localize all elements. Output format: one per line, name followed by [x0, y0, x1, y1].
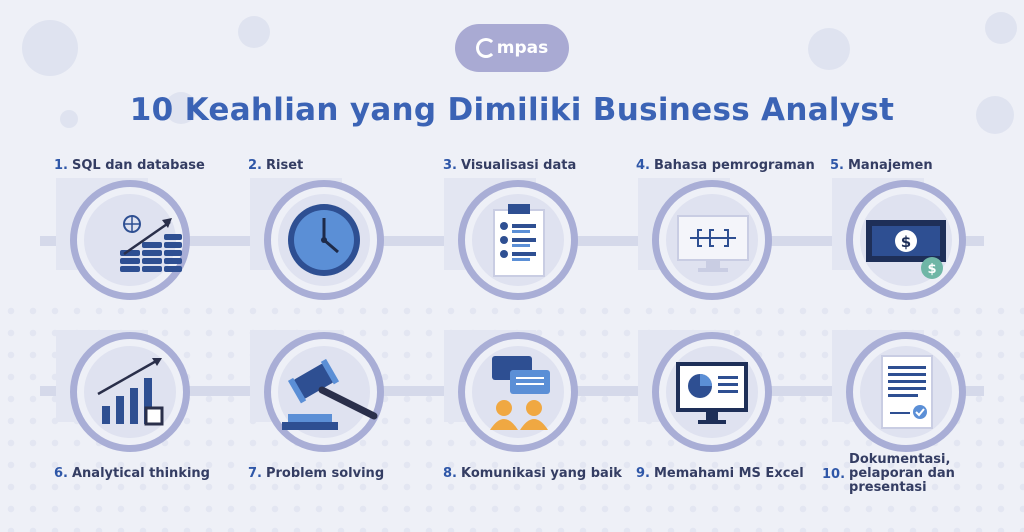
bg-circle	[165, 92, 197, 124]
skill-card-5: $ $	[832, 178, 966, 302]
skill-label-7: 7.Problem solving	[248, 466, 385, 481]
skill-label-4: 4.Bahasa pemrograman	[636, 158, 815, 173]
money-icon: $ $	[866, 220, 946, 279]
skill-label-10: 10.Dokumentasi, pelaporan dan presentasi	[822, 452, 955, 495]
gavel-icon	[282, 358, 378, 430]
skill-card-1	[56, 178, 190, 302]
bar-chart-growth-icon	[97, 358, 164, 426]
bg-circle	[976, 96, 1014, 134]
skill-label-2: 2.Riset	[248, 158, 304, 173]
skill-card-2	[250, 178, 384, 302]
skill-label-8: 8.Komunikasi yang baik	[443, 466, 622, 481]
svg-text:$: $	[927, 262, 936, 277]
compas-logo: mpas	[455, 24, 569, 72]
database-growth-icon	[120, 215, 182, 272]
chat-people-icon	[490, 356, 550, 430]
skill-label-1: 1.SQL dan database	[54, 158, 205, 173]
report-document-icon	[881, 355, 933, 429]
bg-circle	[238, 16, 270, 48]
skill-label-3: 3.Visualisasi data	[443, 158, 577, 173]
svg-text:$: $	[901, 233, 911, 251]
skill-card-6	[56, 330, 190, 454]
skill-label-5: 5.Manajemen	[830, 158, 933, 173]
skill-card-8	[444, 330, 578, 454]
skill-card-7	[250, 330, 384, 454]
bg-circle	[985, 12, 1017, 44]
skill-card-3	[444, 178, 578, 302]
clock-icon	[288, 204, 360, 276]
monitor-code-icon	[677, 215, 749, 272]
skill-card-9	[638, 330, 772, 454]
bg-circle	[808, 28, 850, 70]
bg-circle	[22, 20, 78, 76]
computer-chart-icon	[676, 362, 748, 424]
skill-label-9: 9.Memahami MS Excel	[636, 466, 804, 481]
checklist-document-icon	[493, 204, 545, 277]
page-title: 10 Keahlian yang Dimiliki Business Analy…	[129, 92, 895, 128]
logo-ring-icon	[475, 38, 496, 58]
logo-text: mpas	[496, 38, 549, 58]
skill-card-4	[638, 178, 772, 302]
skill-card-10	[832, 330, 966, 454]
skill-label-6: 6.Analytical thinking	[54, 466, 210, 481]
bg-circle	[60, 110, 78, 128]
